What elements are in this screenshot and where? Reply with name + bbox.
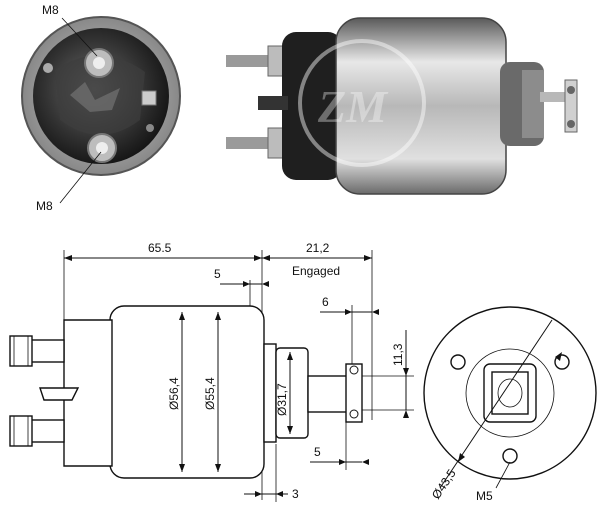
dim-bottom-offset-5: 5 [314,445,321,459]
dim-stroke-note: Engaged [292,264,340,278]
dim-nose-diameter: Ø31,7 [275,383,289,416]
dim-body-diameter-outer: Ø56,4 [167,377,181,410]
dim-flange-offset: 5 [214,267,221,281]
dim-stroke: 21,2 [306,241,330,255]
dim-bolt-circle: Ø43,5 [429,466,459,501]
bottom-terminal-label: M8 [36,199,53,213]
dim-body-diameter-inner: Ø55,4 [203,377,217,410]
end-view-outline [423,306,597,480]
end-view-photo [21,16,181,176]
dim-plunger-offset: 6 [322,295,329,309]
side-view-photo: ZM [226,17,578,195]
dim-bottom-offset-3: 3 [292,487,299,501]
svg-text:ZM: ZM [317,81,389,132]
side-view-outline [9,305,363,479]
dim-overall-length: 65.5 [148,241,172,255]
dim-fork-height: 11,3 [391,343,405,366]
dim-mount-thread: M5 [476,489,493,503]
top-terminal-label: M8 [42,3,59,17]
